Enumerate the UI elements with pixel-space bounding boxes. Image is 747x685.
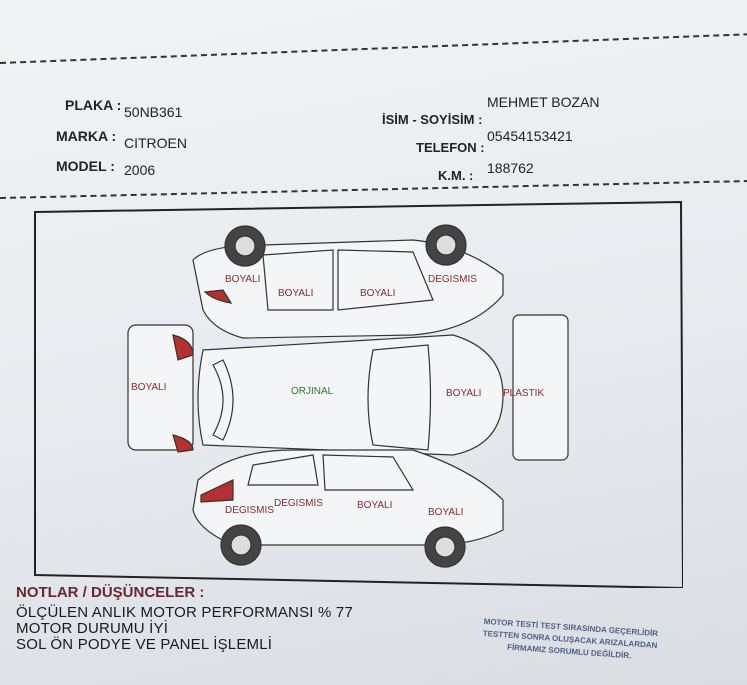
marka-value: CITROEN (124, 135, 187, 151)
note-line: SOL ÖN PODYE VE PANEL İŞLEMLİ (16, 636, 273, 653)
model-value: 2006 (124, 162, 156, 178)
damage-label: BOYALI (357, 500, 392, 511)
damage-label: BOYALI (360, 288, 395, 299)
name-value: MEHMET BOZAN (487, 94, 600, 110)
phone-value: 05454153421 (487, 128, 573, 144)
plaka-value: 50NB361 (124, 104, 183, 120)
plaka-label: PLAKA : (65, 97, 122, 113)
marka-label: MARKA : (56, 128, 117, 144)
top-tear-line (0, 32, 747, 64)
km-label: K.M. : (438, 168, 474, 183)
damage-label: PLASTIK (503, 388, 544, 399)
damage-label: DEGISMIS (428, 274, 477, 285)
car-left-side (192, 224, 504, 339)
damage-label: BOYALI (225, 274, 260, 285)
damage-label: ORJINAL (291, 386, 334, 397)
note-line: MOTOR DURUMU İYİ (16, 620, 169, 637)
notes-title: NOTLAR / DÜŞÜNCELER : (16, 584, 205, 601)
damage-label: DEGISMIS (274, 498, 323, 509)
header-divider (0, 179, 747, 199)
car-damage-diagram: BOYALI BOYALI BOYALI DEGISMIS BOYALI ORJ… (34, 200, 683, 588)
model-label: MODEL : (56, 158, 115, 174)
disclaimer: MOTOR TESTİ TEST SIRASINDA GEÇERLİDİR TE… (469, 615, 671, 665)
note-line: ÖLÇÜLEN ANLIK MOTOR PERFORMANSI % 77 (16, 604, 354, 621)
damage-label: BOYALI (428, 507, 463, 518)
damage-label: BOYALI (131, 382, 166, 393)
name-label: İSİM - SOYİSİM : (382, 112, 483, 127)
km-value: 188762 (487, 160, 534, 176)
car-top-view (127, 314, 569, 461)
damage-label: DEGISMIS (225, 505, 274, 516)
car-right-side (192, 449, 504, 568)
damage-label: BOYALI (446, 388, 481, 399)
damage-label: BOYALI (278, 288, 313, 299)
phone-label: TELEFON : (416, 140, 485, 155)
